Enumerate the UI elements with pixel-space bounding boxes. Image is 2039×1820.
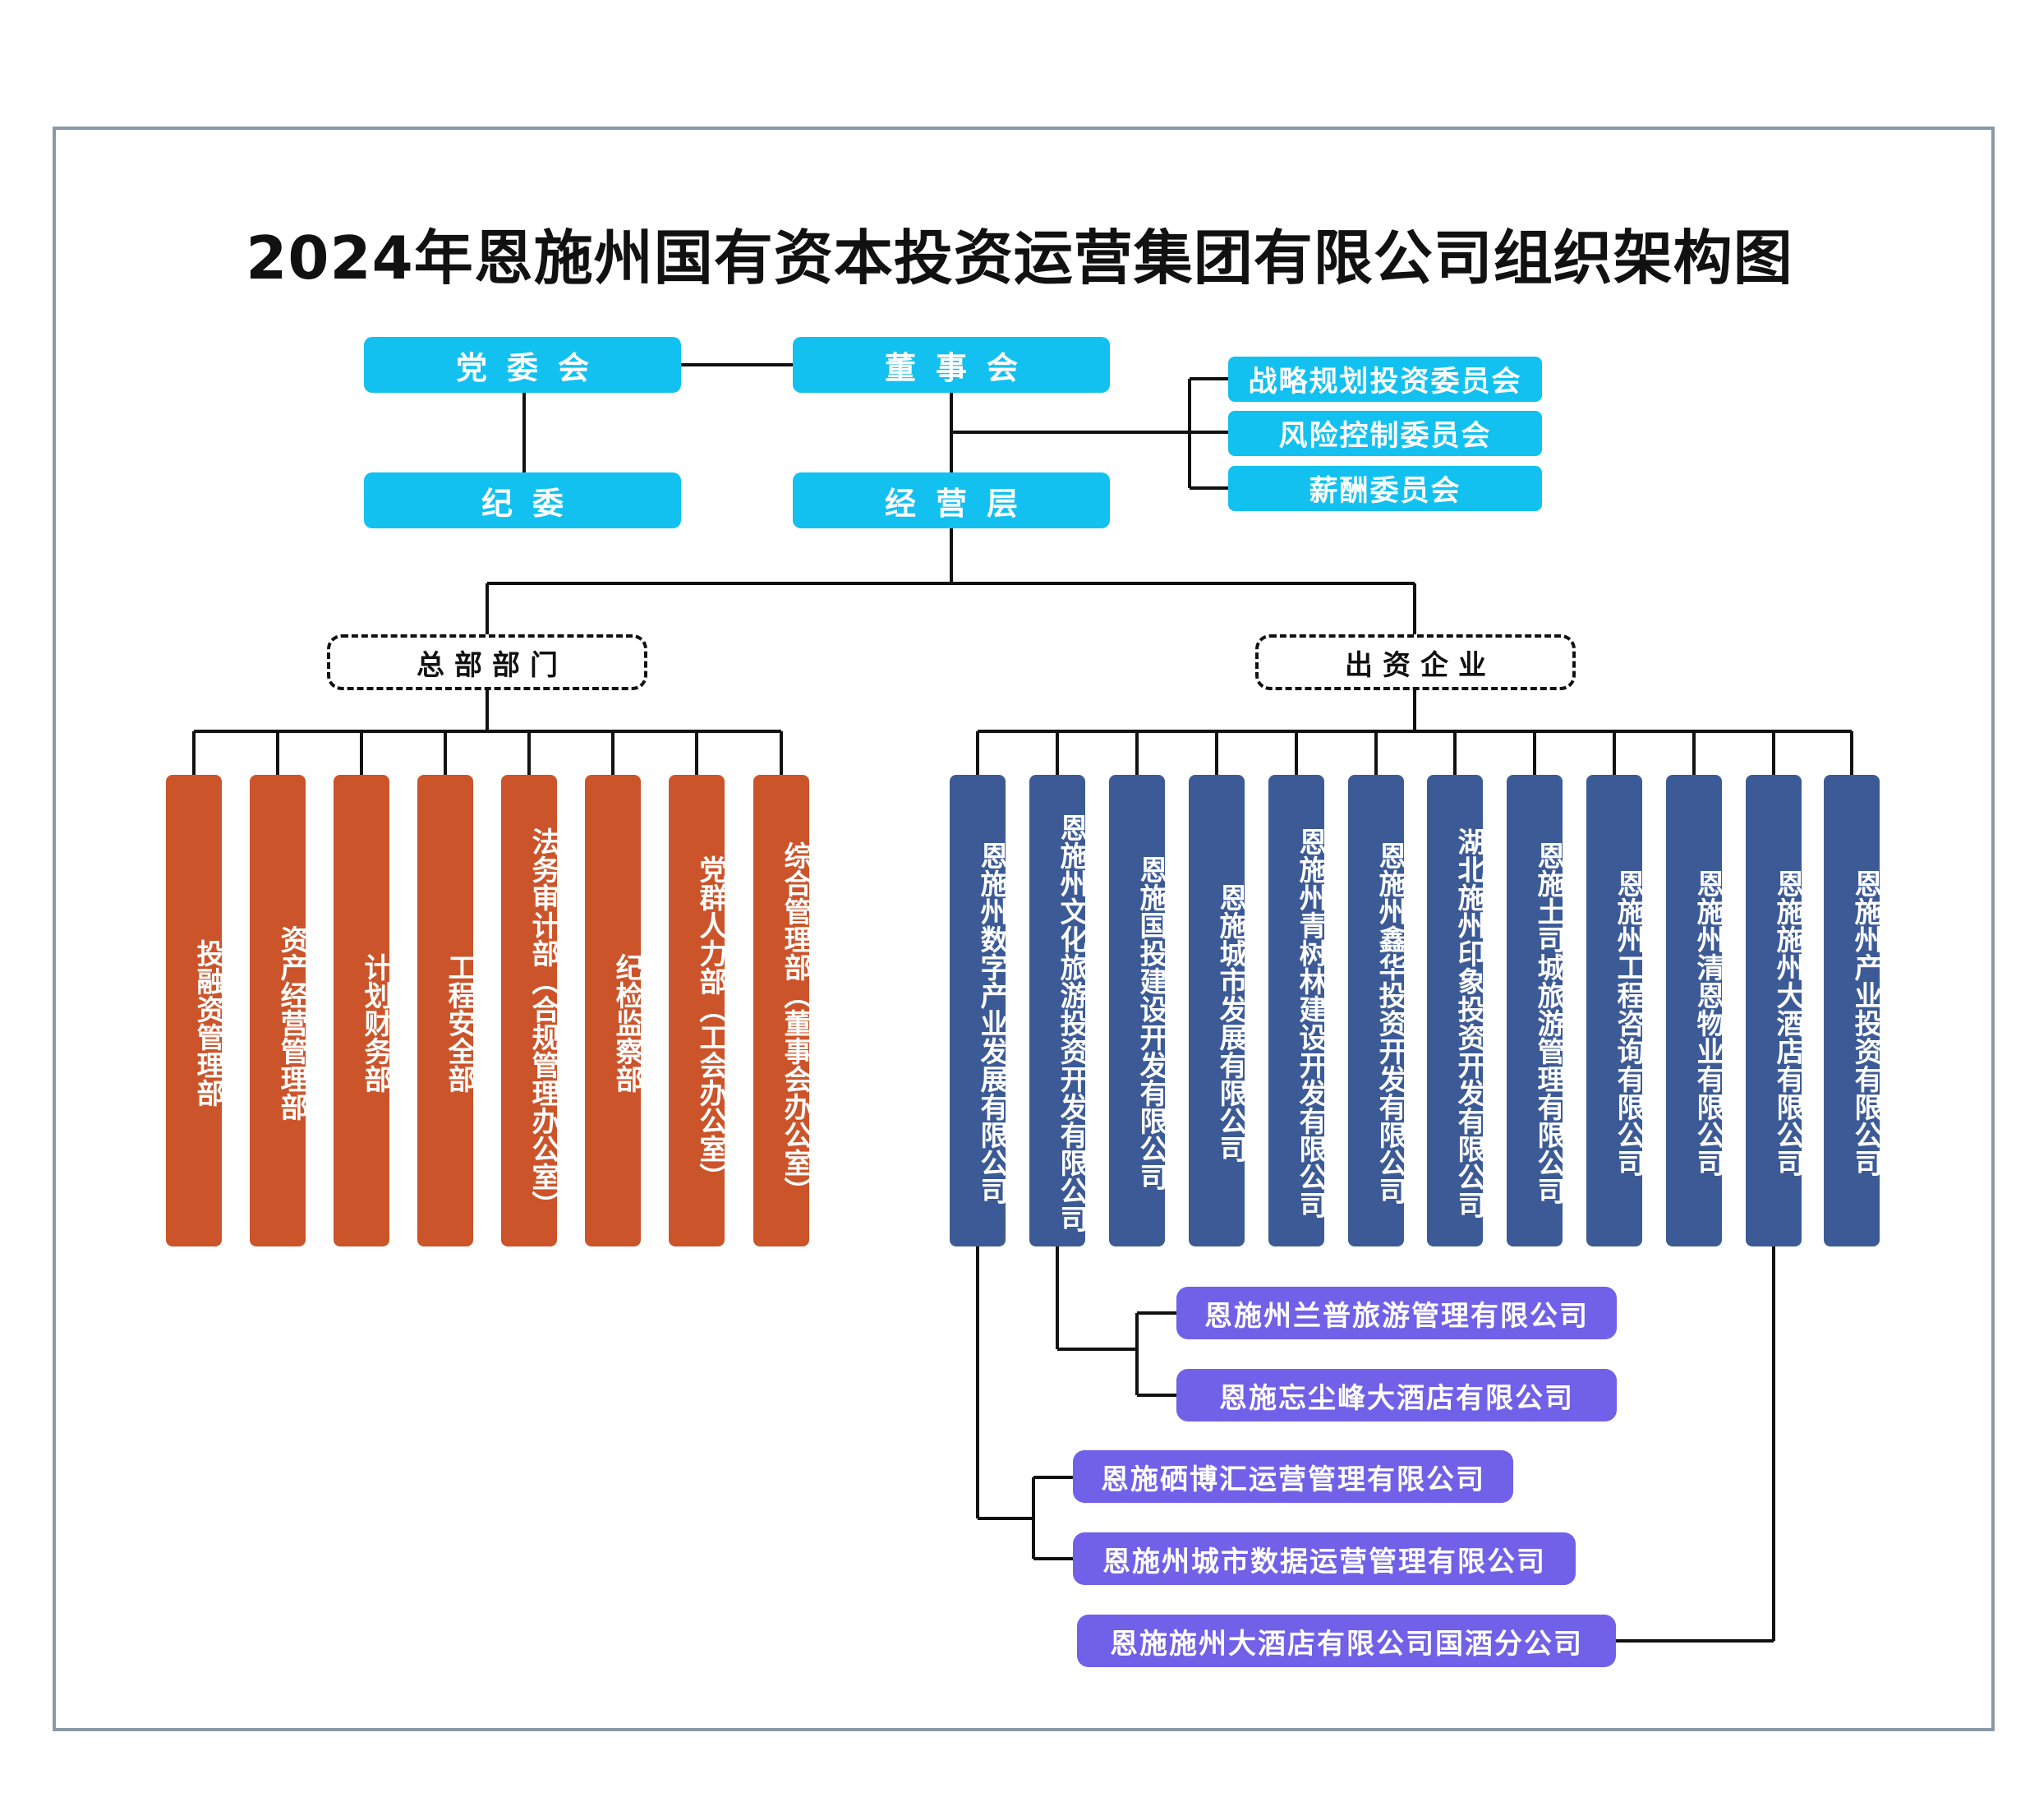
party-committee-label: 党委会 — [455, 349, 609, 386]
board-box: 董事会 — [793, 337, 1110, 393]
invested-companies-label: 出资企业 — [1345, 648, 1496, 682]
company-box: 湖北施州印象投资开发有限公司 — [1427, 775, 1485, 1246]
company-box: 恩施城市发展有限公司 — [1189, 775, 1247, 1246]
company-box: 恩施州鑫华投资开发有限公司 — [1348, 775, 1406, 1246]
company-box: 恩施土司城旅游管理有限公司 — [1507, 775, 1565, 1246]
department-box: 投融资管理部 — [166, 775, 224, 1246]
company-box: 恩施国投建设开发有限公司 — [1109, 775, 1167, 1246]
company-box: 恩施州文化旅游投资开发有限公司 — [1029, 775, 1088, 1246]
company-box: 恩施州工程咨询有限公司 — [1586, 775, 1645, 1246]
department-box: 综合管理部（董事会办公室） — [753, 775, 812, 1246]
subsidiary-box: 恩施施州大酒店有限公司国酒分公司 — [1077, 1615, 1616, 1667]
invested-companies-group: 出资企业 — [1255, 634, 1576, 690]
management-label: 经营层 — [884, 485, 1038, 522]
hq-departments-label: 总部部门 — [417, 648, 568, 682]
company-box: 恩施州数字产业发展有限公司 — [950, 775, 1008, 1246]
management-box: 经营层 — [793, 472, 1110, 528]
department-box: 计划财务部 — [334, 775, 392, 1246]
company-box: 恩施州产业投资有限公司 — [1824, 775, 1882, 1246]
department-box: 法务审计部（合规管理办公室） — [501, 775, 559, 1246]
subsidiary-box: 恩施忘尘峰大酒店有限公司 — [1176, 1369, 1617, 1421]
discipline-committee-label: 纪委 — [481, 485, 583, 522]
board-label: 董事会 — [884, 349, 1038, 386]
subsidiary-box: 恩施州城市数据运营管理有限公司 — [1073, 1532, 1576, 1585]
subsidiary-box: 恩施硒博汇运营管理有限公司 — [1073, 1450, 1513, 1503]
department-box: 工程安全部 — [417, 775, 476, 1246]
party-committee-box: 党委会 — [364, 337, 681, 393]
discipline-committee-box: 纪委 — [364, 472, 681, 528]
subsidiary-box: 恩施州兰普旅游管理有限公司 — [1176, 1287, 1617, 1339]
company-box: 恩施州清恩物业有限公司 — [1666, 775, 1724, 1246]
committee-compensation: 薪酬委员会 — [1228, 466, 1542, 511]
department-box: 纪检监察部 — [585, 775, 643, 1246]
committee-risk: 风险控制委员会 — [1228, 411, 1542, 456]
department-box: 资产经营管理部 — [250, 775, 308, 1246]
company-box: 恩施施州大酒店有限公司 — [1746, 775, 1804, 1246]
hq-departments-group: 总部部门 — [327, 634, 647, 690]
company-box: 恩施州青树林建设开发有限公司 — [1268, 775, 1327, 1246]
committee-strategy: 战略规划投资委员会 — [1228, 357, 1542, 402]
department-box: 党群人力部（工会办公室） — [669, 775, 727, 1246]
diagram-frame — [53, 127, 1995, 1731]
chart-title: 2024年恩施州国有资本投资运营集团有限公司组织架构图 — [246, 223, 1793, 293]
